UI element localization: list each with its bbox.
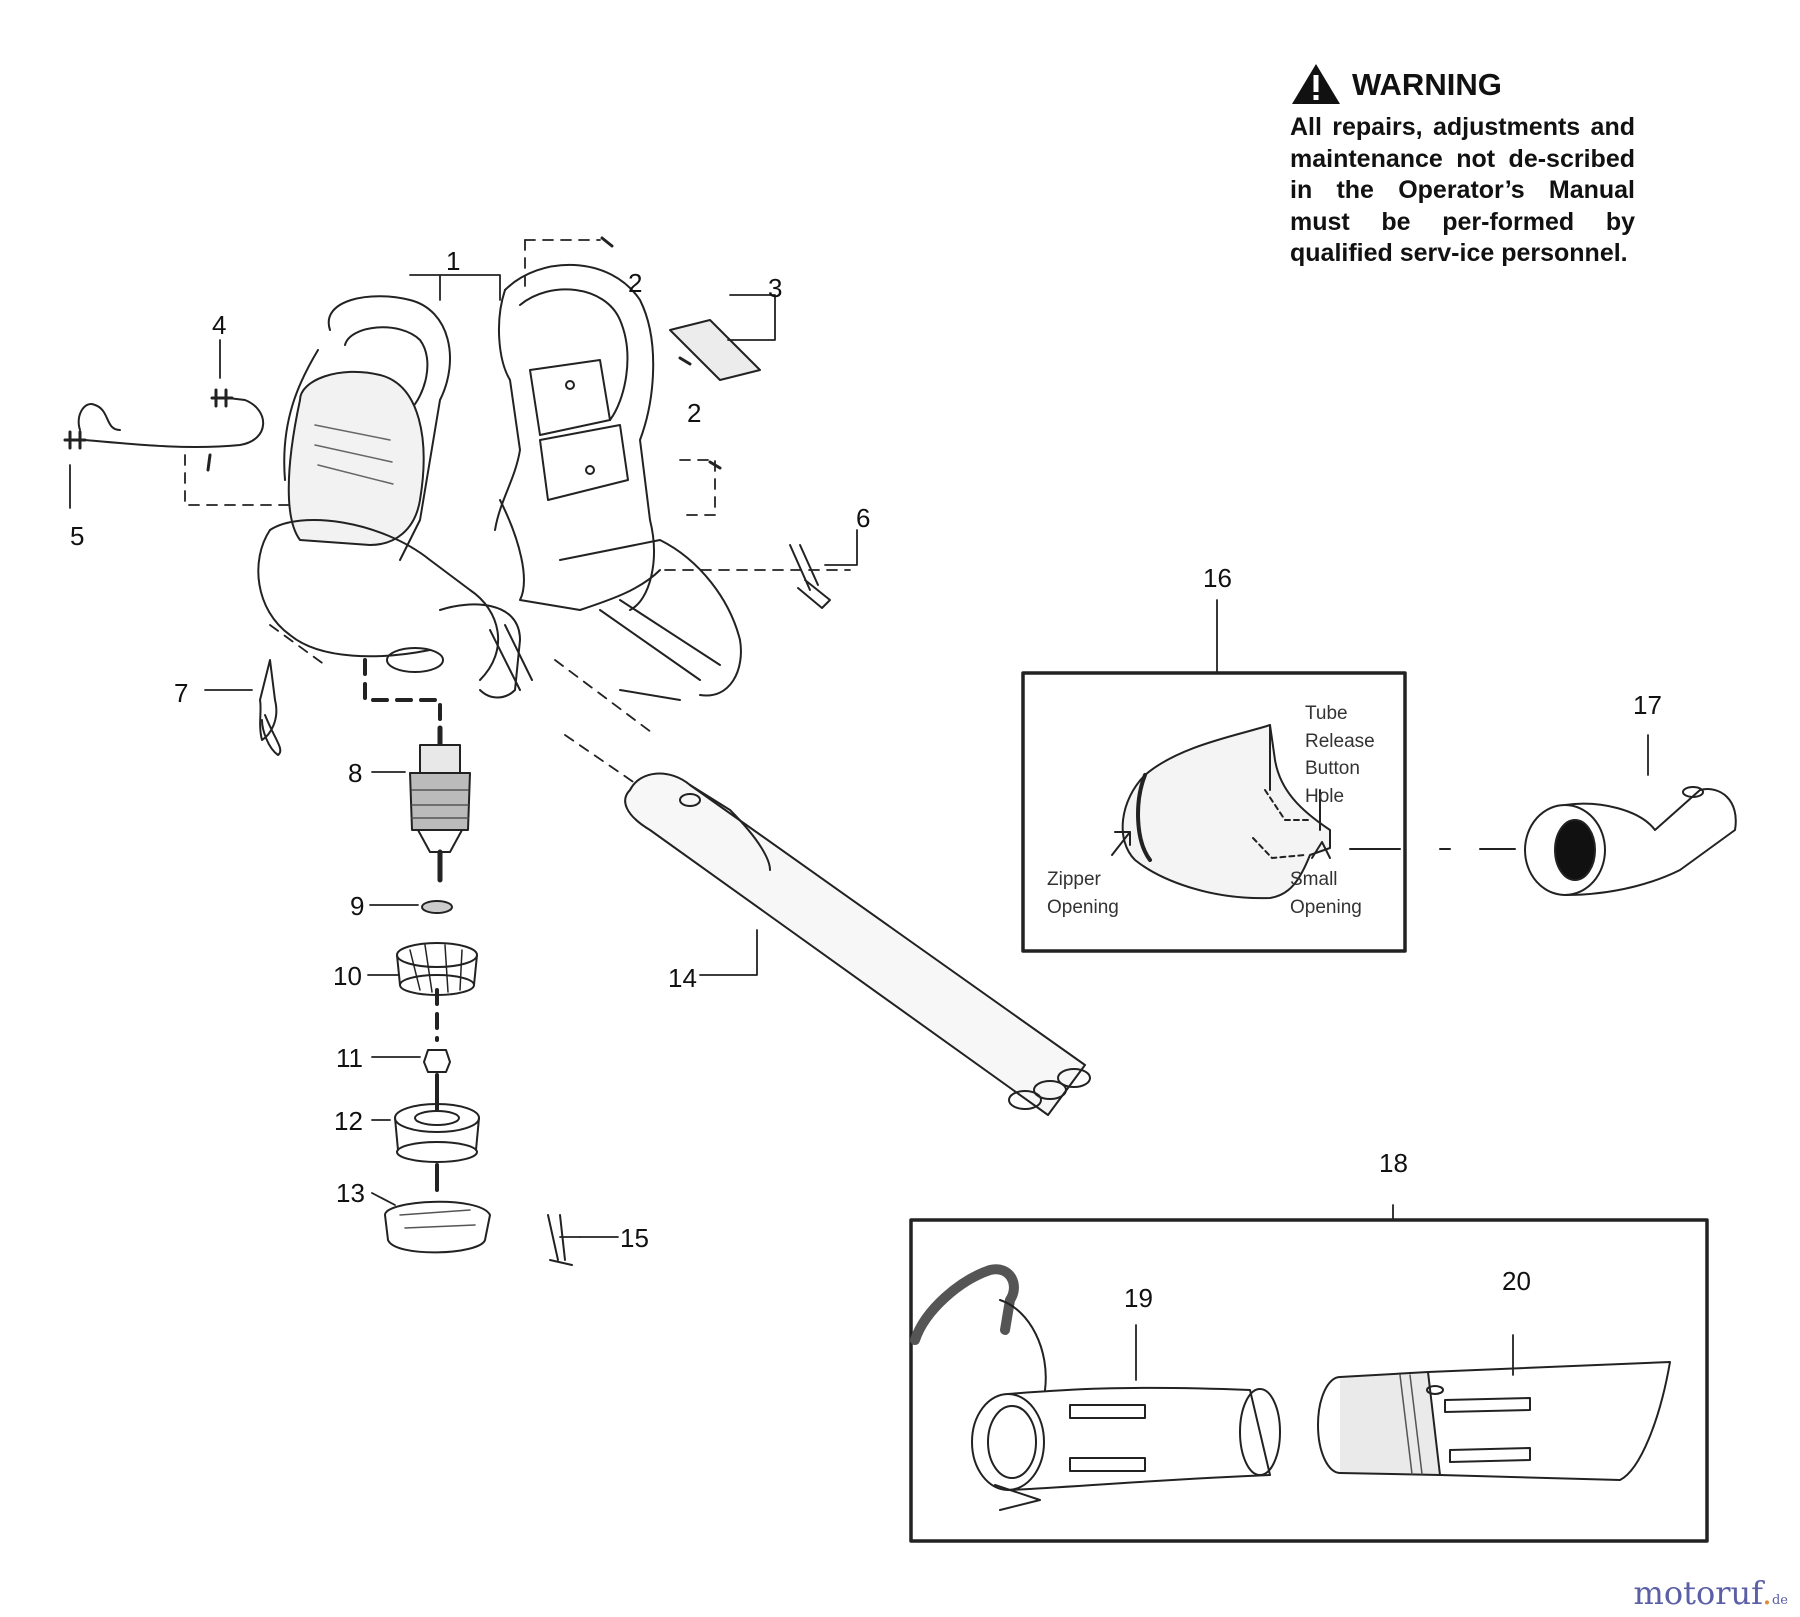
callout-2-mid: 2 [687, 398, 702, 428]
tube-release-label: Tube Release Button Hole [1305, 703, 1375, 807]
warning-title: WARNING [1352, 66, 1502, 102]
motor-shaft-dash [363, 658, 442, 1042]
callout-10: 10 [333, 961, 362, 991]
part-13-cover [384, 1200, 491, 1254]
logo-tld: de [1771, 1593, 1788, 1608]
callout-16: 16 [1203, 563, 1232, 593]
part-16-bag [1111, 724, 1331, 900]
part-19-tube [910, 1264, 1281, 1511]
callout-13: 13 [336, 1178, 365, 1208]
callout-4: 4 [212, 310, 227, 340]
callout-7: 7 [174, 678, 189, 708]
logo-watermark: motoruf.de [1633, 1574, 1788, 1612]
callout-11: 11 [336, 1043, 363, 1073]
callout-15: 15 [620, 1223, 649, 1253]
callout-1: 1 [446, 246, 461, 276]
screws [600, 236, 722, 470]
part-7-lever [259, 659, 282, 756]
part-8-motor [409, 725, 471, 883]
callout-14: 14 [668, 963, 697, 993]
callout-3: 3 [768, 273, 783, 303]
part-3-switch [669, 319, 761, 381]
callout-18: 18 [1379, 1148, 1408, 1178]
part-10-fan [396, 942, 478, 996]
callout-20: 20 [1502, 1266, 1531, 1296]
part-20-nozzle [1317, 1361, 1671, 1481]
part-17-adapter [1524, 786, 1737, 896]
part-6-clip [789, 544, 831, 609]
shaft-lines [435, 848, 1516, 1192]
warning-body: All repairs, adjustments and maintenance… [1290, 113, 1635, 267]
small-opening-label: Small Opening [1290, 869, 1362, 918]
part-4-5-cord [63, 388, 265, 472]
part-12-housing [394, 1103, 480, 1163]
left-housing-half [257, 295, 533, 699]
callout-8: 8 [348, 758, 363, 788]
part-11-nut [423, 1049, 451, 1073]
logo-text: motoruf [1633, 1574, 1762, 1612]
box-18-tubes [909, 1218, 1709, 1543]
callout-9: 9 [350, 891, 365, 921]
callout-5: 5 [70, 521, 85, 551]
part-9-washer [421, 900, 453, 914]
zipper-opening-label: Zipper Opening [1047, 869, 1119, 918]
box-16-bag [1021, 671, 1407, 953]
callout-6: 6 [856, 503, 871, 533]
callout-12: 12 [334, 1106, 363, 1136]
warning-heading: WARNING [1290, 62, 1635, 106]
callout-19: 19 [1124, 1283, 1153, 1313]
dashed-leaders [184, 239, 851, 791]
solid-leaders [69, 274, 1649, 1381]
warning-block: WARNING All repairs, adjustments and mai… [1290, 62, 1635, 270]
warning-triangle-icon [1292, 64, 1340, 104]
callout-2-top: 2 [628, 268, 643, 298]
right-housing-half [494, 264, 742, 701]
callout-17: 17 [1633, 690, 1662, 720]
part-15-clip [547, 1214, 573, 1266]
part-14-blower-tube [624, 772, 1091, 1116]
